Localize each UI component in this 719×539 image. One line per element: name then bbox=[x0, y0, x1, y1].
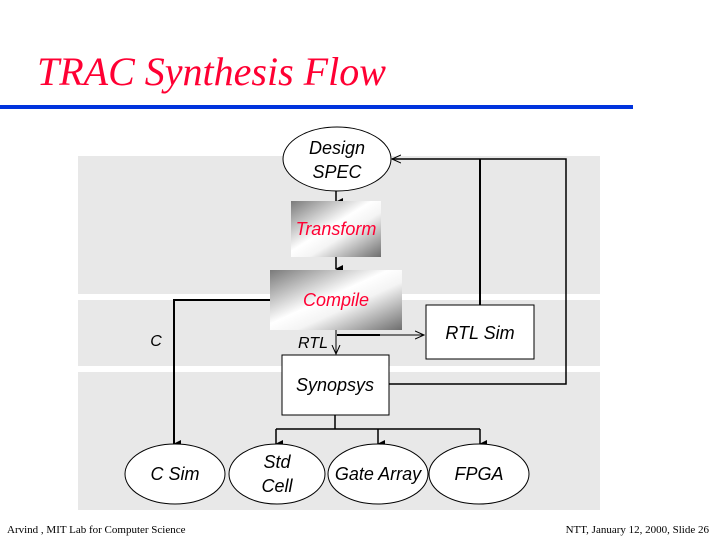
slide-title: TRAC Synthesis Flow bbox=[37, 49, 386, 94]
node-c-sim: C Sim bbox=[124, 443, 226, 505]
node-std-cell-line1: Std bbox=[263, 452, 291, 472]
node-fpga: FPGA bbox=[428, 443, 530, 505]
edge-label-c: C bbox=[150, 333, 162, 350]
node-fpga-label: FPGA bbox=[454, 464, 503, 484]
node-rtl-sim: RTL Sim bbox=[425, 304, 535, 360]
node-compile-label: Compile bbox=[303, 290, 369, 310]
node-design-spec-line1: Design bbox=[309, 138, 365, 158]
node-gate-array: Gate Array bbox=[327, 443, 429, 505]
node-compile: Compile bbox=[270, 270, 402, 330]
edge-synopsys-to-design-spec bbox=[389, 159, 567, 385]
node-transform-label: Transform bbox=[296, 219, 377, 239]
edge-compile-to-c-sim bbox=[173, 299, 270, 448]
node-design-spec: Design SPEC bbox=[282, 126, 392, 192]
node-gate-array-label: Gate Array bbox=[335, 464, 422, 484]
node-design-spec-line2: SPEC bbox=[312, 162, 362, 182]
node-synopsys: Synopsys bbox=[281, 354, 390, 416]
footer-author: Arvind , MIT Lab for Computer Science bbox=[7, 524, 186, 536]
edges bbox=[173, 159, 567, 448]
footer-slide-info: NTT, January 12, 2000, Slide 26 bbox=[565, 524, 709, 536]
node-std-cell: Std Cell bbox=[228, 443, 326, 505]
node-synopsys-label: Synopsys bbox=[296, 375, 374, 395]
node-c-sim-label: C Sim bbox=[151, 464, 200, 484]
node-std-cell-line2: Cell bbox=[261, 476, 293, 496]
edge-label-rtl: RTL bbox=[298, 335, 328, 352]
node-rtl-sim-label: RTL Sim bbox=[445, 323, 514, 343]
node-transform: Transform bbox=[291, 201, 381, 257]
title-underline bbox=[0, 105, 633, 109]
